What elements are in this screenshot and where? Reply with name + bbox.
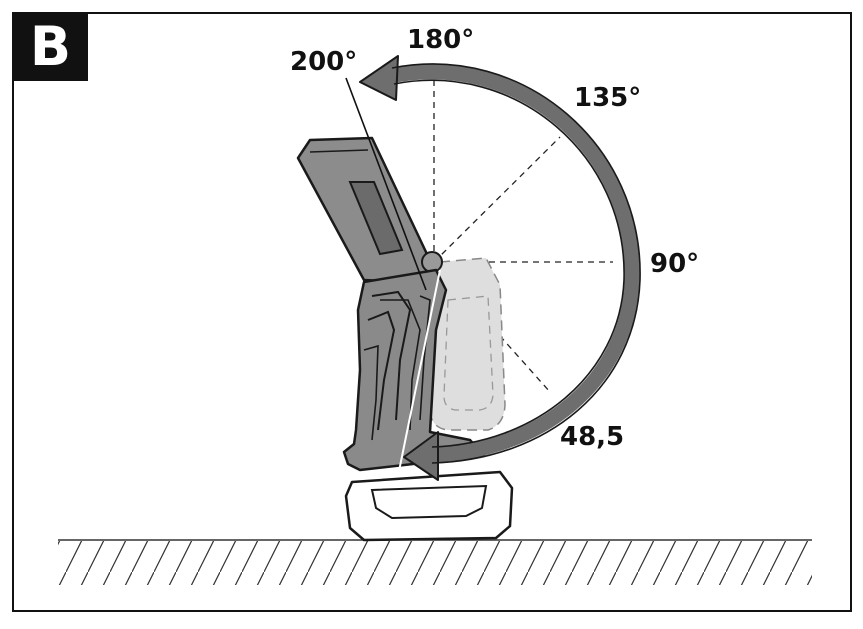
angle-label-48-5: 48,5 xyxy=(560,422,624,452)
ground xyxy=(58,540,812,585)
angle-label-135: 135° xyxy=(574,83,641,113)
angle-label-180: 180° xyxy=(407,25,474,55)
angle-label-200: 200° xyxy=(290,47,357,77)
angle-label-90: 90° xyxy=(650,249,699,279)
panel-label-badge: B xyxy=(13,13,88,81)
